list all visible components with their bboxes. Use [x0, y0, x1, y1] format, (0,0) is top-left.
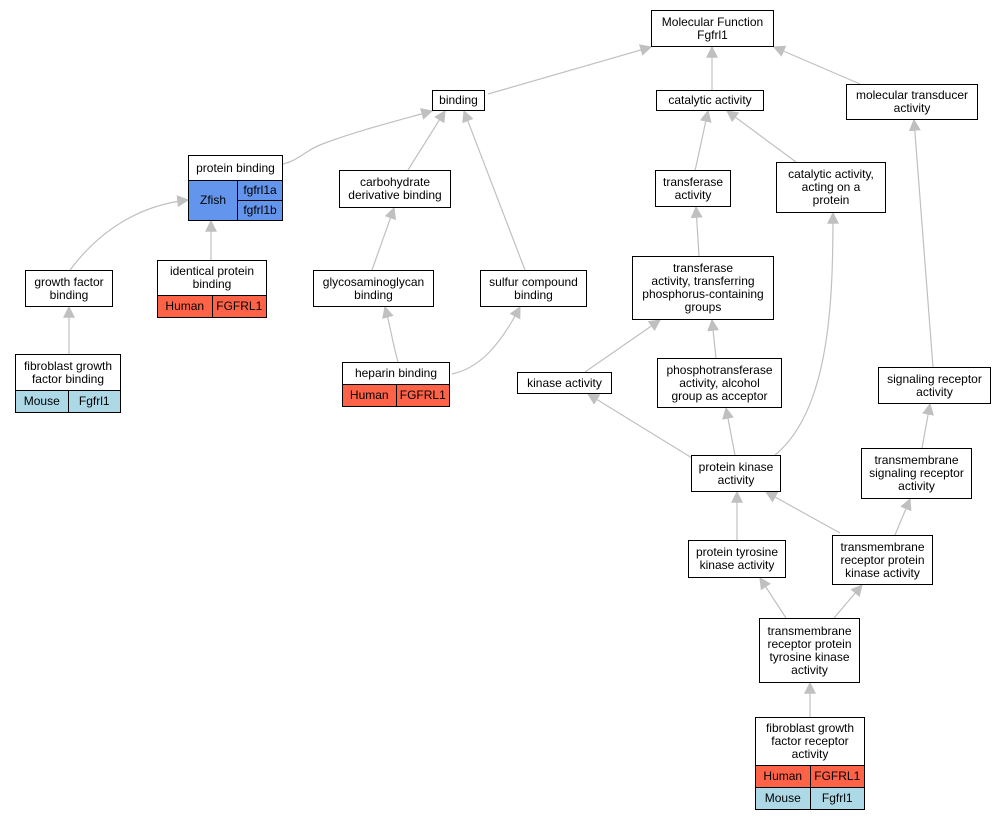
- node-transmembrane-signaling-receptor-activity[interactable]: transmembrane signaling receptor activit…: [861, 448, 972, 499]
- node-growth-factor-binding[interactable]: growth factor binding: [25, 270, 113, 307]
- node-fibroblast-growth-factor-binding[interactable]: fibroblast growth factor binding Mouse F…: [15, 354, 121, 413]
- node-label: Molecular Function Fgfrl1: [661, 14, 764, 42]
- species-human: Human: [756, 766, 810, 787]
- node-molecular-transducer-activity[interactable]: molecular transducer activity: [846, 84, 978, 120]
- edge-trpk-to-tsra: [894, 497, 912, 536]
- node-label: protein tyrosine kinase activity: [695, 545, 779, 572]
- node-label: molecular transducer activity: [855, 88, 969, 115]
- node-label: transmembrane signaling receptor activit…: [869, 453, 964, 493]
- species-zfish: Zfish: [189, 181, 238, 220]
- edge-pka-to-pta: [722, 406, 736, 456]
- node-phosphotransferase-alcohol-acceptor[interactable]: phosphotransferase activity, alcohol gro…: [657, 358, 782, 408]
- annotation-row: Human FGFRL1: [158, 295, 266, 317]
- node-label: binding: [439, 93, 478, 107]
- node-carbohydrate-derivative-binding[interactable]: carbohydrate derivative binding: [339, 170, 451, 208]
- node-label: fibroblast growth factor binding: [23, 358, 113, 386]
- gene-cell: FGFRL1: [395, 385, 449, 406]
- edge-gag-to-carbohydrate: [371, 206, 397, 271]
- edge-catalytic-protein-to-catalytic: [726, 110, 797, 163]
- node-binding[interactable]: binding: [432, 90, 485, 111]
- node-signaling-receptor-activity[interactable]: signaling receptor activity: [878, 367, 991, 404]
- edge-pka-to-catalytic-protein: [774, 211, 839, 456]
- edge-signaling-to-transducer: [908, 118, 934, 368]
- edge-binding-to-root: [487, 44, 653, 95]
- node-label: fibroblast growth factor receptor activi…: [765, 721, 855, 761]
- edge-heparin-to-sulfur: [451, 305, 521, 375]
- edge-pka-to-kinase: [586, 393, 693, 459]
- node-label: phosphotransferase activity, alcohol gro…: [666, 362, 773, 403]
- species-mouse: Mouse: [756, 788, 810, 809]
- edge-pta-to-tphos: [707, 318, 720, 359]
- node-label: sulfur compound binding: [489, 274, 578, 302]
- node-label: transmembrane receptor protein tyrosine …: [767, 623, 852, 677]
- edge-protein-binding-to-binding: [282, 108, 434, 165]
- node-label: catalytic activity, acting on a protein: [788, 167, 874, 207]
- node-label: kinase activity: [527, 375, 602, 390]
- edge-carbohydrate-to-binding: [407, 109, 446, 171]
- node-sulfur-compound-binding[interactable]: sulfur compound binding: [480, 270, 587, 307]
- annotation-row: Mouse Fgfrl1: [756, 787, 864, 809]
- node-label: growth factor binding: [34, 274, 104, 302]
- gene-cell: FGFRL1: [211, 296, 266, 317]
- node-transferase-transferring-phosphorus[interactable]: transferase activity, transferring phosp…: [632, 256, 774, 320]
- node-identical-protein-binding[interactable]: identical protein binding Human FGFRL1: [157, 260, 267, 318]
- edge-kinase-to-tphos: [584, 319, 661, 373]
- node-glycosaminoglycan-binding[interactable]: glycosaminoglycan binding: [313, 270, 434, 307]
- species-human: Human: [158, 296, 212, 317]
- gene-cell: fgfrl1b: [238, 200, 282, 220]
- zfish-annotation: Zfish fgfrl1a fgfrl1b: [189, 180, 282, 220]
- species-mouse: Mouse: [16, 391, 68, 412]
- annotation-row: Human FGFRL1: [343, 384, 449, 406]
- node-label: protein binding: [196, 160, 275, 175]
- node-label: identical protein binding: [169, 264, 255, 291]
- edge-trpk-to-pka: [764, 491, 841, 534]
- edge-tphos-to-transferase: [690, 205, 703, 257]
- node-transmembrane-receptor-protein-tyrosine-kinase-activity[interactable]: transmembrane receptor protein tyrosine …: [759, 618, 860, 683]
- node-label: transferase activity: [662, 174, 724, 202]
- annotation-row: Human FGFRL1: [756, 765, 864, 787]
- edge-sulfur-to-binding: [462, 109, 526, 271]
- node-protein-kinase-activity[interactable]: protein kinase activity: [691, 455, 781, 492]
- node-transferase-activity[interactable]: transferase activity: [655, 170, 731, 207]
- species-human: Human: [343, 385, 396, 406]
- node-protein-tyrosine-kinase-activity[interactable]: protein tyrosine kinase activity: [688, 540, 786, 578]
- gene-cell: FGFRL1: [809, 766, 864, 787]
- node-fibroblast-growth-factor-receptor-activity[interactable]: fibroblast growth factor receptor activi…: [755, 717, 865, 810]
- node-catalytic-activity-acting-on-protein[interactable]: catalytic activity, acting on a protein: [776, 162, 886, 213]
- node-label: signaling receptor activity: [887, 371, 982, 399]
- node-label: catalytic activity: [668, 93, 752, 107]
- node-label: glycosaminoglycan binding: [322, 274, 425, 302]
- edge-growth-factor-to-protein-binding: [69, 195, 190, 271]
- node-kinase-activity[interactable]: kinase activity: [517, 372, 612, 394]
- node-protein-binding[interactable]: protein binding Zfish fgfrl1a fgfrl1b: [188, 155, 283, 221]
- edge-transferase-to-catalytic: [694, 109, 712, 172]
- node-label: transmembrane receptor protein kinase ac…: [840, 539, 925, 580]
- node-heparin-binding[interactable]: heparin binding Human FGFRL1: [342, 362, 450, 407]
- node-catalytic-activity[interactable]: catalytic activity: [656, 90, 764, 111]
- gene-cell: Fgfrl1: [809, 788, 864, 809]
- node-molecular-function[interactable]: Molecular Function Fgfrl1: [651, 10, 774, 47]
- edge-transducer-to-root: [772, 45, 861, 85]
- node-label: heparin binding: [354, 366, 438, 380]
- edge-trptk-to-ptk: [759, 576, 787, 619]
- gene-cell: fgfrl1a: [238, 181, 282, 200]
- node-transmembrane-receptor-protein-kinase-activity[interactable]: transmembrane receptor protein kinase ac…: [832, 535, 933, 585]
- edge-trptk-to-trpk: [833, 584, 863, 619]
- gene-cell: Fgfrl1: [67, 391, 120, 412]
- edge-tsra-to-signaling: [921, 402, 934, 449]
- node-label: protein kinase activity: [698, 459, 774, 487]
- edge-heparin-to-gag: [382, 305, 399, 363]
- annotation-row: Mouse Fgfrl1: [16, 390, 120, 412]
- node-label: carbohydrate derivative binding: [348, 175, 442, 202]
- node-label: transferase activity, transferring phosp…: [642, 261, 764, 314]
